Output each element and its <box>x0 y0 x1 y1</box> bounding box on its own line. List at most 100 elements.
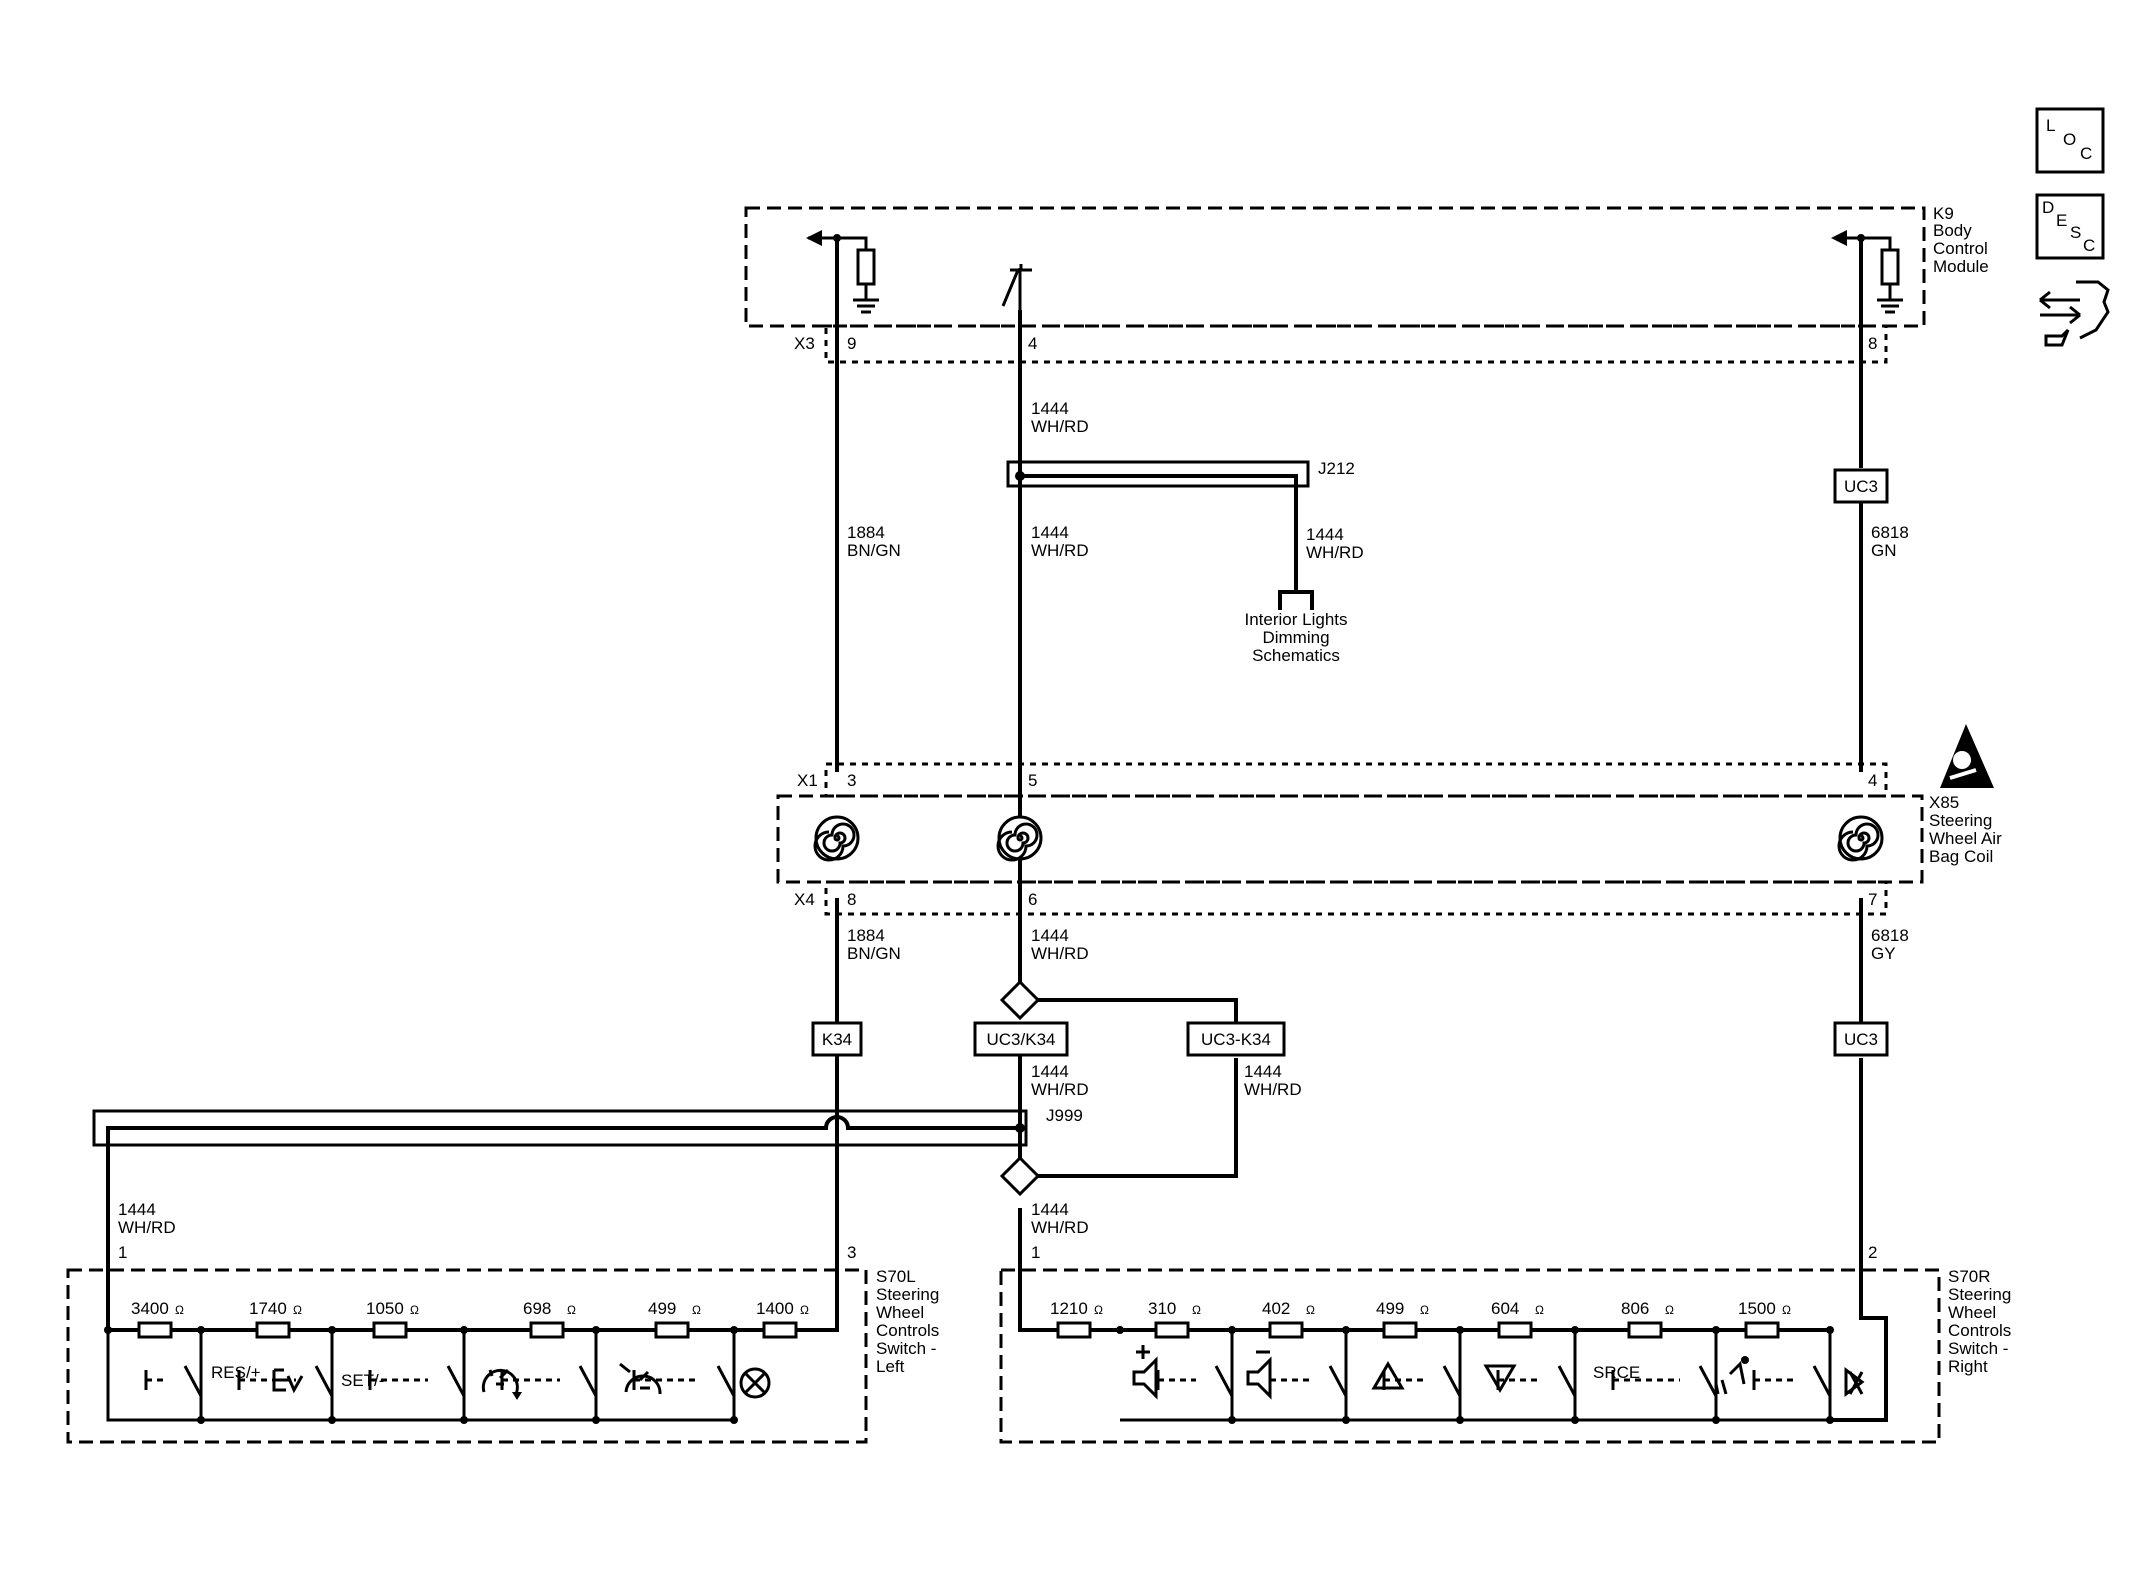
wire-label: 1444 <box>118 1200 156 1219</box>
voice-recognition-icon <box>1714 1356 1749 1395</box>
resistor <box>1056 1321 1092 1339</box>
wire-6818[interactable] <box>1830 238 1888 1422</box>
svg-text:8: 8 <box>847 890 856 909</box>
switch-contact <box>446 1365 466 1397</box>
wire-label: WH/RD <box>1031 944 1089 963</box>
switch-contact <box>716 1365 736 1397</box>
wire-label: 1444 <box>1244 1062 1282 1081</box>
svg-text:Switch -: Switch - <box>876 1339 936 1358</box>
wire-label: WH/RD <box>118 1218 176 1237</box>
resistor-value: 3400 <box>131 1299 169 1318</box>
junction-dot <box>104 1326 112 1334</box>
svg-text:C: C <box>2080 144 2092 163</box>
junction-dot <box>1571 1416 1579 1424</box>
wire-label: 6818 <box>1871 926 1909 945</box>
connector-x3: X3 9 4 8 <box>794 324 1888 364</box>
svg-text:Controls: Controls <box>1948 1321 2011 1340</box>
svg-text:1: 1 <box>118 1243 127 1262</box>
resistor <box>1627 1321 1663 1339</box>
svg-text:2: 2 <box>1868 1243 1877 1262</box>
wire-label: 1444 <box>1031 1062 1069 1081</box>
switch-contact <box>578 1365 598 1397</box>
svg-text:S70L: S70L <box>876 1267 916 1286</box>
svg-text:Wheel: Wheel <box>876 1303 924 1322</box>
adaptive-cruise-icon <box>481 1368 522 1400</box>
resistor <box>654 1321 690 1339</box>
ohm-symbol: Ω <box>1192 1303 1201 1317</box>
svg-text:3: 3 <box>847 1243 856 1262</box>
ohm-symbol: Ω <box>1535 1303 1544 1317</box>
resistor-value: 698 <box>523 1299 551 1318</box>
desc-icon[interactable]: D E S C <box>2035 193 2105 260</box>
ohm-symbol: Ω <box>567 1303 576 1317</box>
switch-label-set-minus: SET/- <box>341 1371 384 1390</box>
svg-text:Schematics: Schematics <box>1252 646 1340 665</box>
k9-body-control-module: K9 Body Control Module <box>744 204 1989 328</box>
svg-text:UC3: UC3 <box>1844 1030 1878 1049</box>
option-box-uc3-top: UC3 <box>1833 468 1889 504</box>
switch-contact <box>314 1365 334 1397</box>
svg-text:5: 5 <box>1028 771 1037 790</box>
resistor <box>137 1321 173 1339</box>
resistor <box>762 1321 798 1339</box>
junction-dot <box>1712 1416 1720 1424</box>
junction-dot <box>1116 1326 1124 1334</box>
resistor-value: 499 <box>648 1299 676 1318</box>
heated-steering-wheel-cancel-icon <box>739 1367 771 1399</box>
resistor-value: 1740 <box>249 1299 287 1318</box>
option-box-uc3-bottom: UC3 <box>1833 1021 1889 1057</box>
svg-text:Switch -: Switch - <box>1948 1339 2008 1358</box>
junction-dot <box>592 1416 600 1424</box>
wire-label: GY <box>1871 944 1896 963</box>
svg-text:S: S <box>2070 223 2081 242</box>
connector-end-view-icon[interactable] <box>2039 280 2110 347</box>
switch-contact <box>1557 1365 1577 1397</box>
svg-text:O: O <box>2063 130 2076 149</box>
svg-text:Interior Lights: Interior Lights <box>1245 610 1348 629</box>
ohm-symbol: Ω <box>692 1303 701 1317</box>
junction-dot <box>1342 1416 1350 1424</box>
svg-text:K9: K9 <box>1933 204 1954 223</box>
splice-j999: J999 <box>92 1106 1083 1327</box>
switch-contact <box>1328 1365 1348 1397</box>
wire-label: WH/RD <box>1306 543 1364 562</box>
wire-label: 1884 <box>847 926 885 945</box>
ohm-symbol: Ω <box>175 1303 184 1317</box>
switch-contact <box>1812 1365 1832 1397</box>
svg-text:X1: X1 <box>797 771 818 790</box>
mute-end-call-icon <box>1844 1367 1865 1397</box>
wire-label: 1444 <box>1031 399 1069 418</box>
svg-text:Control: Control <box>1933 239 1988 258</box>
resistor-value: 1400 <box>756 1299 794 1318</box>
svg-text:Wheel Air: Wheel Air <box>1929 829 2002 848</box>
resistor-value: 402 <box>1262 1299 1290 1318</box>
wire-label: 1444 <box>1031 523 1069 542</box>
ohm-symbol: Ω <box>293 1303 302 1317</box>
loc-icon[interactable]: L O C <box>2035 107 2105 174</box>
junction-dot <box>328 1416 336 1424</box>
resistor-value: 1210 <box>1050 1299 1088 1318</box>
cruise-cancel-icon <box>272 1368 304 1394</box>
connector-x1: X1 3 5 4 <box>797 762 1888 798</box>
interior-lights-dimming-reference[interactable]: Interior Lights Dimming Schematics <box>1245 610 1348 665</box>
svg-text:9: 9 <box>847 334 856 353</box>
clockspring-coil <box>996 815 1043 862</box>
switch-label-res-plus: RES/+ <box>211 1363 261 1382</box>
airbag-warning-icon <box>1940 724 1994 788</box>
resistor-value: 499 <box>1376 1299 1404 1318</box>
resistor-value: 310 <box>1148 1299 1176 1318</box>
svg-text:1: 1 <box>1031 1243 1040 1262</box>
svg-text:S70R: S70R <box>1948 1267 1991 1286</box>
svg-text:Steering: Steering <box>1929 811 1992 830</box>
option-box-uc3-dash-k34: UC3-K34 <box>1186 1021 1286 1057</box>
wire-label: GN <box>1871 541 1897 560</box>
wire-label: 1444 <box>1031 1200 1069 1219</box>
junction-dot <box>197 1416 205 1424</box>
svg-text:L: L <box>2046 116 2055 135</box>
splice-j212: J212 <box>1006 459 1355 610</box>
switch-contact <box>1442 1365 1462 1397</box>
ohm-symbol: Ω <box>1420 1303 1429 1317</box>
svg-text:Steering: Steering <box>876 1285 939 1304</box>
svg-text:K34: K34 <box>822 1030 852 1049</box>
